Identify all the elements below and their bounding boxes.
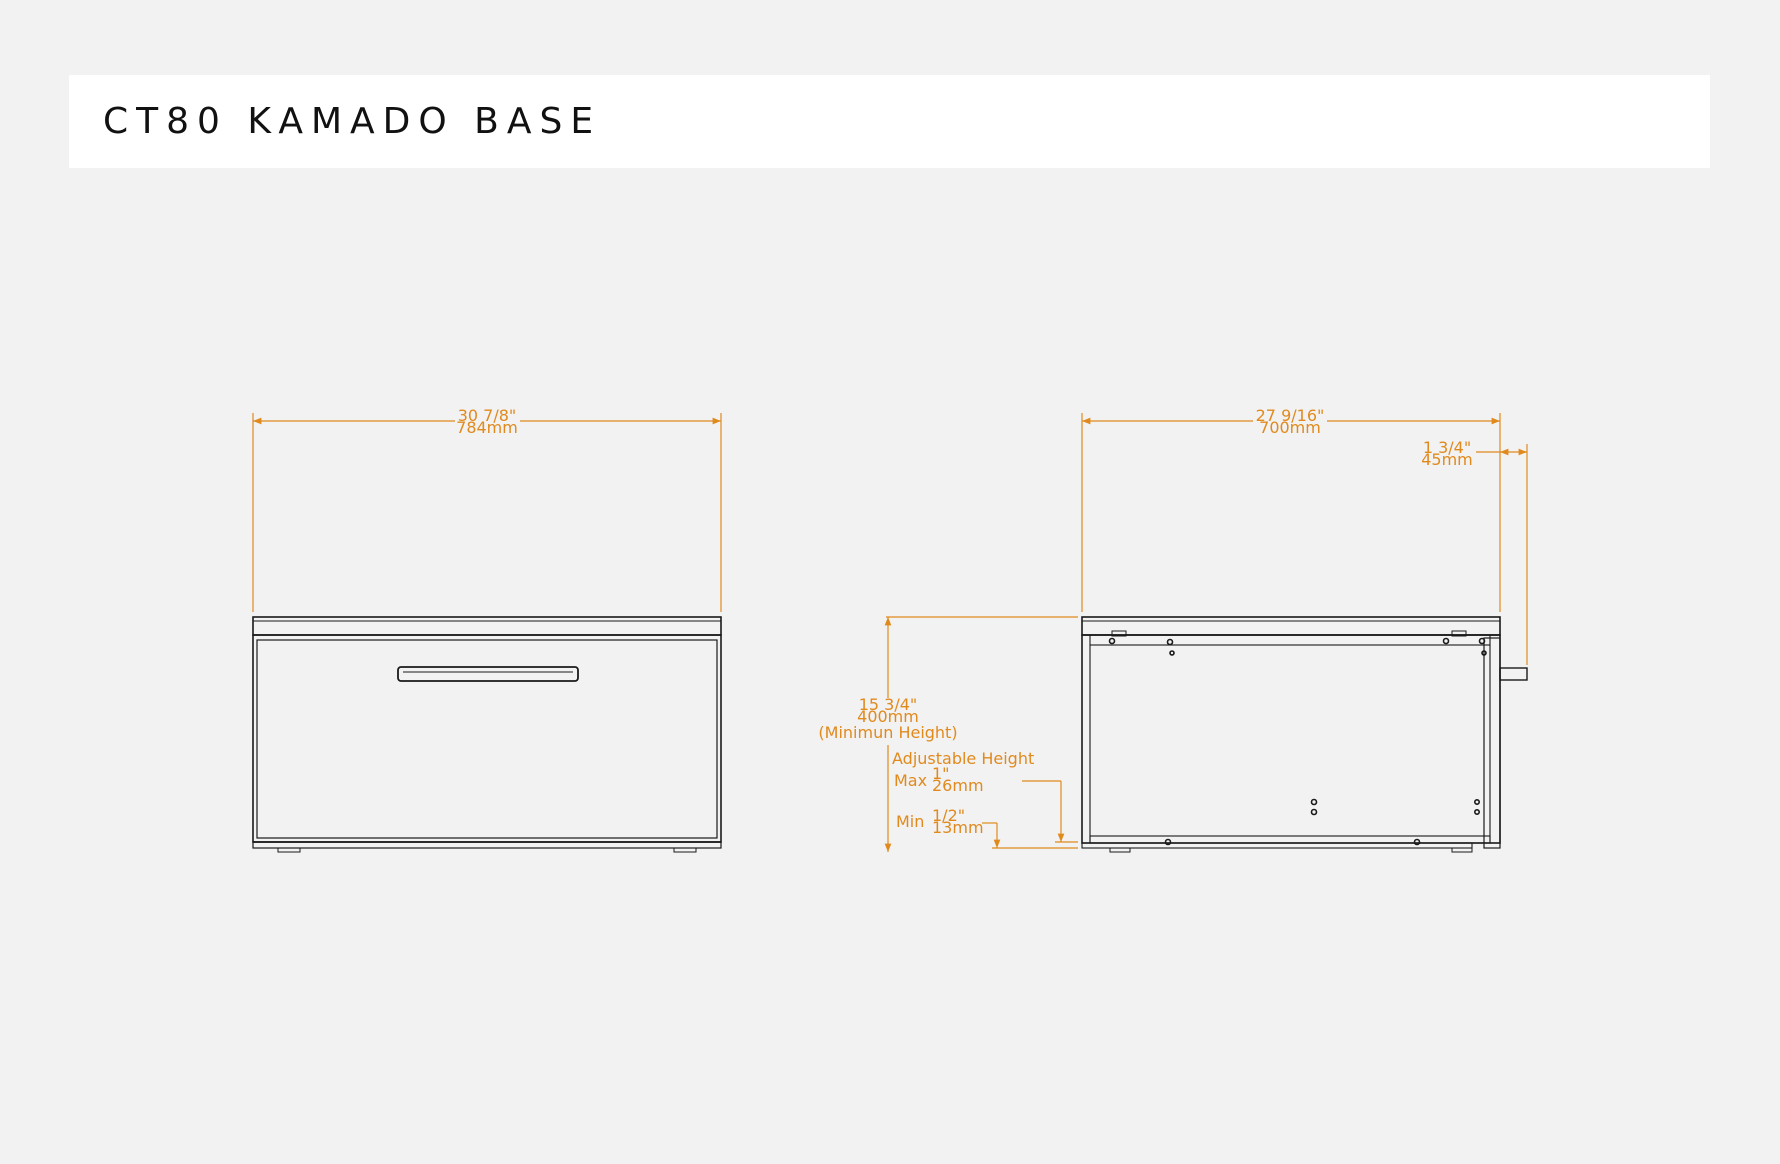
front-width-in: 30 7/8" xyxy=(458,406,517,425)
max-in: 1" xyxy=(932,764,950,783)
handle-mm: 45mm xyxy=(1421,450,1473,469)
front-foot-right xyxy=(673,847,697,853)
front-base-rail xyxy=(252,841,722,849)
height-note: (Minimun Height) xyxy=(818,723,957,742)
front-width-dimension xyxy=(252,413,722,612)
height-dimension xyxy=(884,616,1078,852)
front-width-mm: 784mm xyxy=(456,418,518,437)
adjustable-height-label: Adjustable Height xyxy=(892,749,1034,768)
handle-dimension xyxy=(1476,444,1528,665)
front-door-panel xyxy=(256,639,718,839)
drawer-handle xyxy=(397,666,579,682)
side-view xyxy=(1081,616,1528,853)
min-label: Min xyxy=(896,812,924,831)
min-mm: 13mm xyxy=(932,818,984,837)
max-label: Max xyxy=(894,771,927,790)
height-in: 15 3/4" xyxy=(859,695,918,714)
min-in: 1/2" xyxy=(932,806,965,825)
side-depth-dimension xyxy=(1081,413,1501,612)
side-top-slab xyxy=(1081,616,1501,636)
front-top-slab xyxy=(252,616,722,636)
side-body xyxy=(1081,634,1501,844)
max-mm: 26mm xyxy=(932,776,984,795)
title-bar: CT80 KAMADO BASE xyxy=(69,75,1710,168)
height-mm: 400mm xyxy=(857,707,919,726)
front-body xyxy=(252,634,722,843)
side-handle xyxy=(1499,667,1528,681)
side-door-edge xyxy=(1483,637,1501,849)
side-depth-in: 27 9/16" xyxy=(1256,406,1325,425)
front-view xyxy=(252,616,722,853)
front-foot-left xyxy=(277,847,301,853)
page-title: CT80 KAMADO BASE xyxy=(103,101,602,142)
handle-in: 1 3/4" xyxy=(1423,438,1471,457)
side-depth-mm: 700mm xyxy=(1259,418,1321,437)
